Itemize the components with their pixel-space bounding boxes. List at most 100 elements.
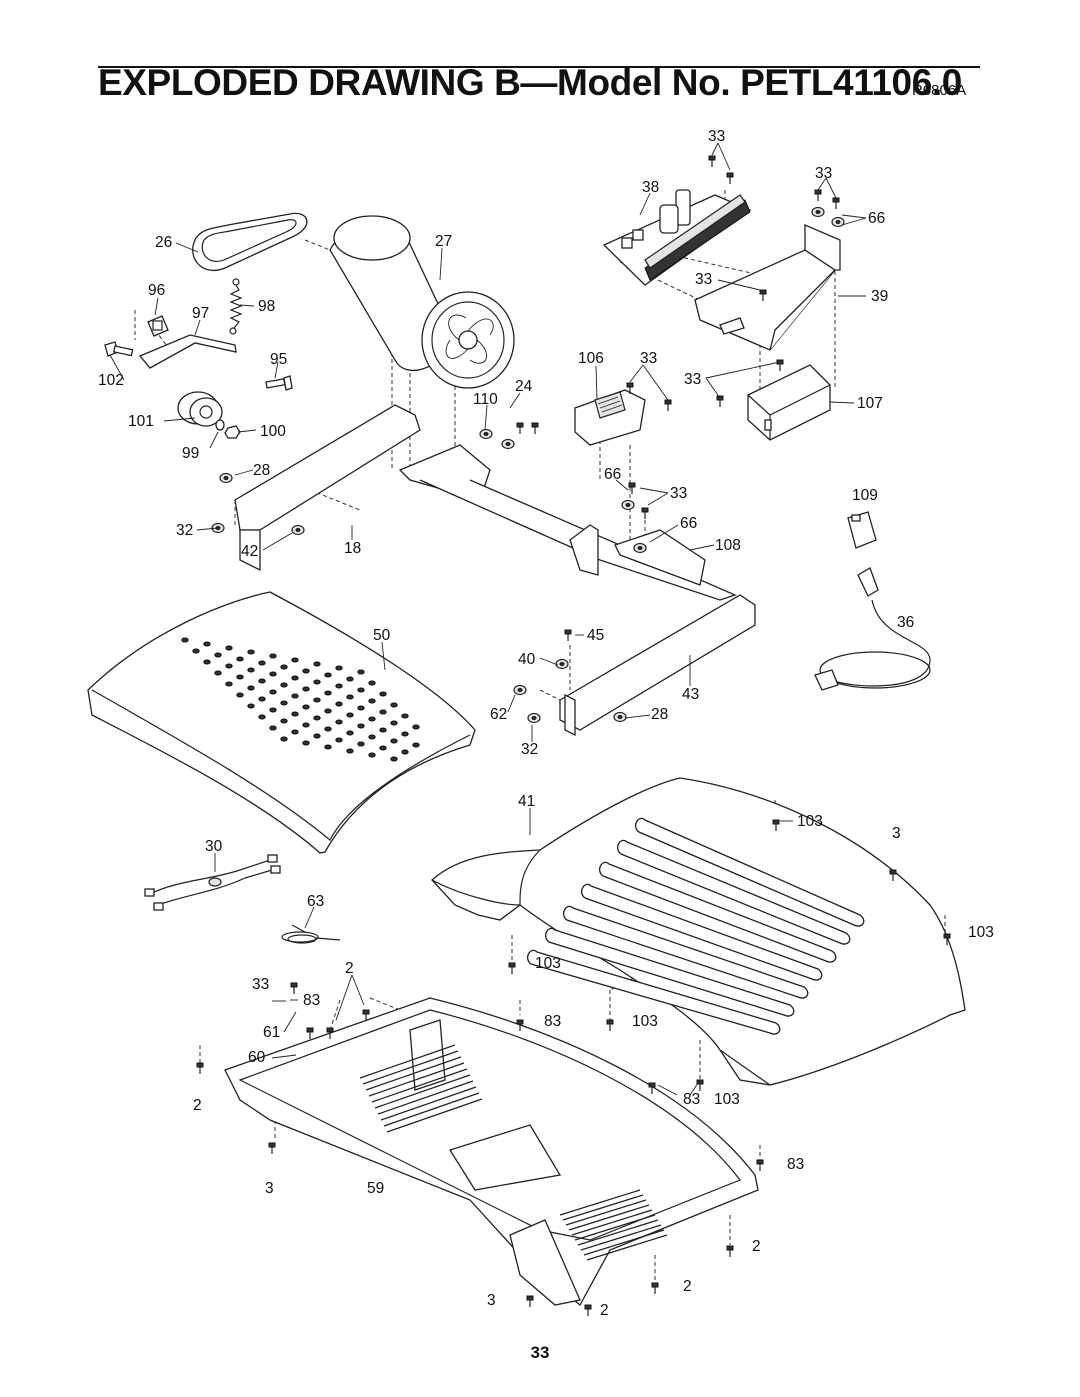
- drive-belt: [192, 212, 308, 271]
- hood-rib: [545, 927, 795, 1017]
- callout-41: 41: [518, 793, 535, 810]
- callout-30: 30: [205, 838, 223, 855]
- screw-head: [306, 1027, 314, 1033]
- revision-code: R0806A: [912, 82, 967, 99]
- vent-hole: [236, 656, 244, 662]
- page-number: 33: [530, 1343, 550, 1362]
- screw-head: [889, 869, 897, 875]
- callout-83-c: 83: [683, 1091, 700, 1108]
- vent-hole: [368, 698, 376, 704]
- vent-hole: [368, 752, 376, 758]
- callout-2-a: 2: [345, 960, 354, 977]
- vent-hole: [313, 661, 321, 667]
- vent-hole: [247, 649, 255, 655]
- vent-hole: [181, 637, 189, 643]
- vent-hole: [313, 733, 321, 739]
- vent-hole: [357, 723, 365, 729]
- vent-hole: [335, 701, 343, 707]
- callout-106: 106: [578, 350, 604, 367]
- vent-hole: [247, 685, 255, 691]
- vent-hole: [346, 712, 354, 718]
- callout-103-a: 103: [797, 813, 823, 830]
- filter-box: [747, 364, 831, 441]
- screw-head: [943, 933, 951, 939]
- nut-hole: [559, 662, 565, 666]
- callout-109: 109: [852, 487, 878, 504]
- controller-board: [602, 189, 752, 286]
- callout-42: 42: [241, 543, 258, 560]
- screw-head: [759, 289, 767, 295]
- callout-27: 27: [435, 233, 452, 250]
- vent-hole: [291, 729, 299, 735]
- vent-hole: [258, 678, 266, 684]
- vent-hole: [313, 697, 321, 703]
- hood-vent-holes: [181, 637, 420, 762]
- vent-hole: [379, 745, 387, 751]
- callout-32-a: 32: [176, 522, 193, 539]
- vent-slot: [359, 1044, 456, 1079]
- callout-60: 60: [248, 1049, 266, 1066]
- screw-head: [726, 1245, 734, 1251]
- screw-head: [651, 1282, 659, 1288]
- screw-head: [508, 962, 516, 968]
- vent-hole: [302, 668, 310, 674]
- callout-36: 36: [897, 614, 914, 631]
- vent-hole: [258, 696, 266, 702]
- tension-spring: [229, 278, 243, 335]
- vent-hole: [346, 676, 354, 682]
- screw-head: [362, 1009, 370, 1015]
- hood-ribs: [527, 817, 865, 1035]
- screw-head: [196, 1062, 204, 1068]
- screw-head: [626, 382, 634, 388]
- vent-hole: [379, 691, 387, 697]
- nut-hole: [295, 528, 301, 532]
- vent-slot: [562, 1194, 644, 1221]
- motor-hood-top: [87, 591, 476, 854]
- vent-hole: [280, 700, 288, 706]
- nut-hole: [531, 716, 537, 720]
- page-title: EXPLODED DRAWING B—Model No. PETL41106.0: [98, 62, 962, 103]
- vent-hole: [236, 692, 244, 698]
- vent-hole: [269, 689, 277, 695]
- callout-103-e: 103: [714, 1091, 740, 1108]
- choke-module: [574, 389, 646, 446]
- nut-hole: [625, 503, 631, 507]
- vent-slot: [568, 1204, 650, 1231]
- callout-2-d: 2: [683, 1278, 692, 1295]
- callout-28-a: 28: [253, 462, 270, 479]
- callout-3-a: 3: [892, 825, 901, 842]
- callout-102: 102: [98, 372, 124, 389]
- vent-hole: [203, 659, 211, 665]
- screw-head: [268, 1142, 276, 1148]
- callout-99: 99: [182, 445, 199, 462]
- vent-hole: [324, 726, 332, 732]
- hood-rib: [527, 949, 781, 1035]
- vent-slot: [583, 1229, 665, 1256]
- circuit-breaker: [847, 511, 877, 549]
- screw-head: [726, 172, 734, 178]
- vent-slot: [368, 1062, 465, 1097]
- vent-hole: [357, 741, 365, 747]
- screw-head: [290, 982, 298, 988]
- electronics-bracket: [694, 224, 841, 351]
- vent-hole: [236, 674, 244, 680]
- nut-hole: [223, 476, 229, 480]
- vent-hole: [302, 686, 310, 692]
- callout-28-b: 28: [651, 706, 668, 723]
- screw-head: [772, 819, 780, 825]
- callout-103-c: 103: [535, 955, 561, 972]
- callout-33-d: 33: [640, 350, 657, 367]
- vent-slot: [374, 1074, 471, 1109]
- part-callout-labels: 33 33 38 66 26 27 33 39 96 98 97 95 106 …: [98, 128, 994, 1319]
- vent-hole: [368, 734, 376, 740]
- vent-hole: [280, 718, 288, 724]
- callout-66-c: 66: [680, 515, 697, 532]
- callout-66-b: 66: [604, 466, 621, 483]
- hood-rib: [635, 817, 865, 927]
- vent-hole: [269, 671, 277, 677]
- base-vent-slots: [359, 1044, 668, 1261]
- vent-hole: [390, 738, 398, 744]
- vent-slot: [580, 1224, 662, 1251]
- callout-103-d: 103: [632, 1013, 658, 1030]
- vent-hole: [280, 664, 288, 670]
